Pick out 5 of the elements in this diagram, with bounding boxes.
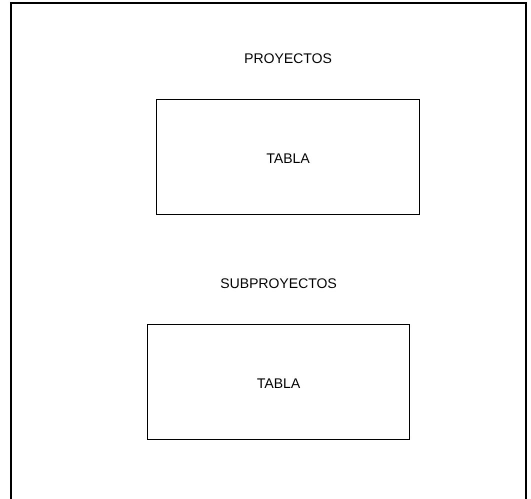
box-label: TABLA: [256, 375, 300, 391]
outer-frame: [10, 2, 527, 499]
section-heading: SUBPROYECTOS: [220, 275, 337, 291]
section-heading: PROYECTOS: [244, 50, 332, 66]
box-label: TABLA: [266, 150, 310, 166]
